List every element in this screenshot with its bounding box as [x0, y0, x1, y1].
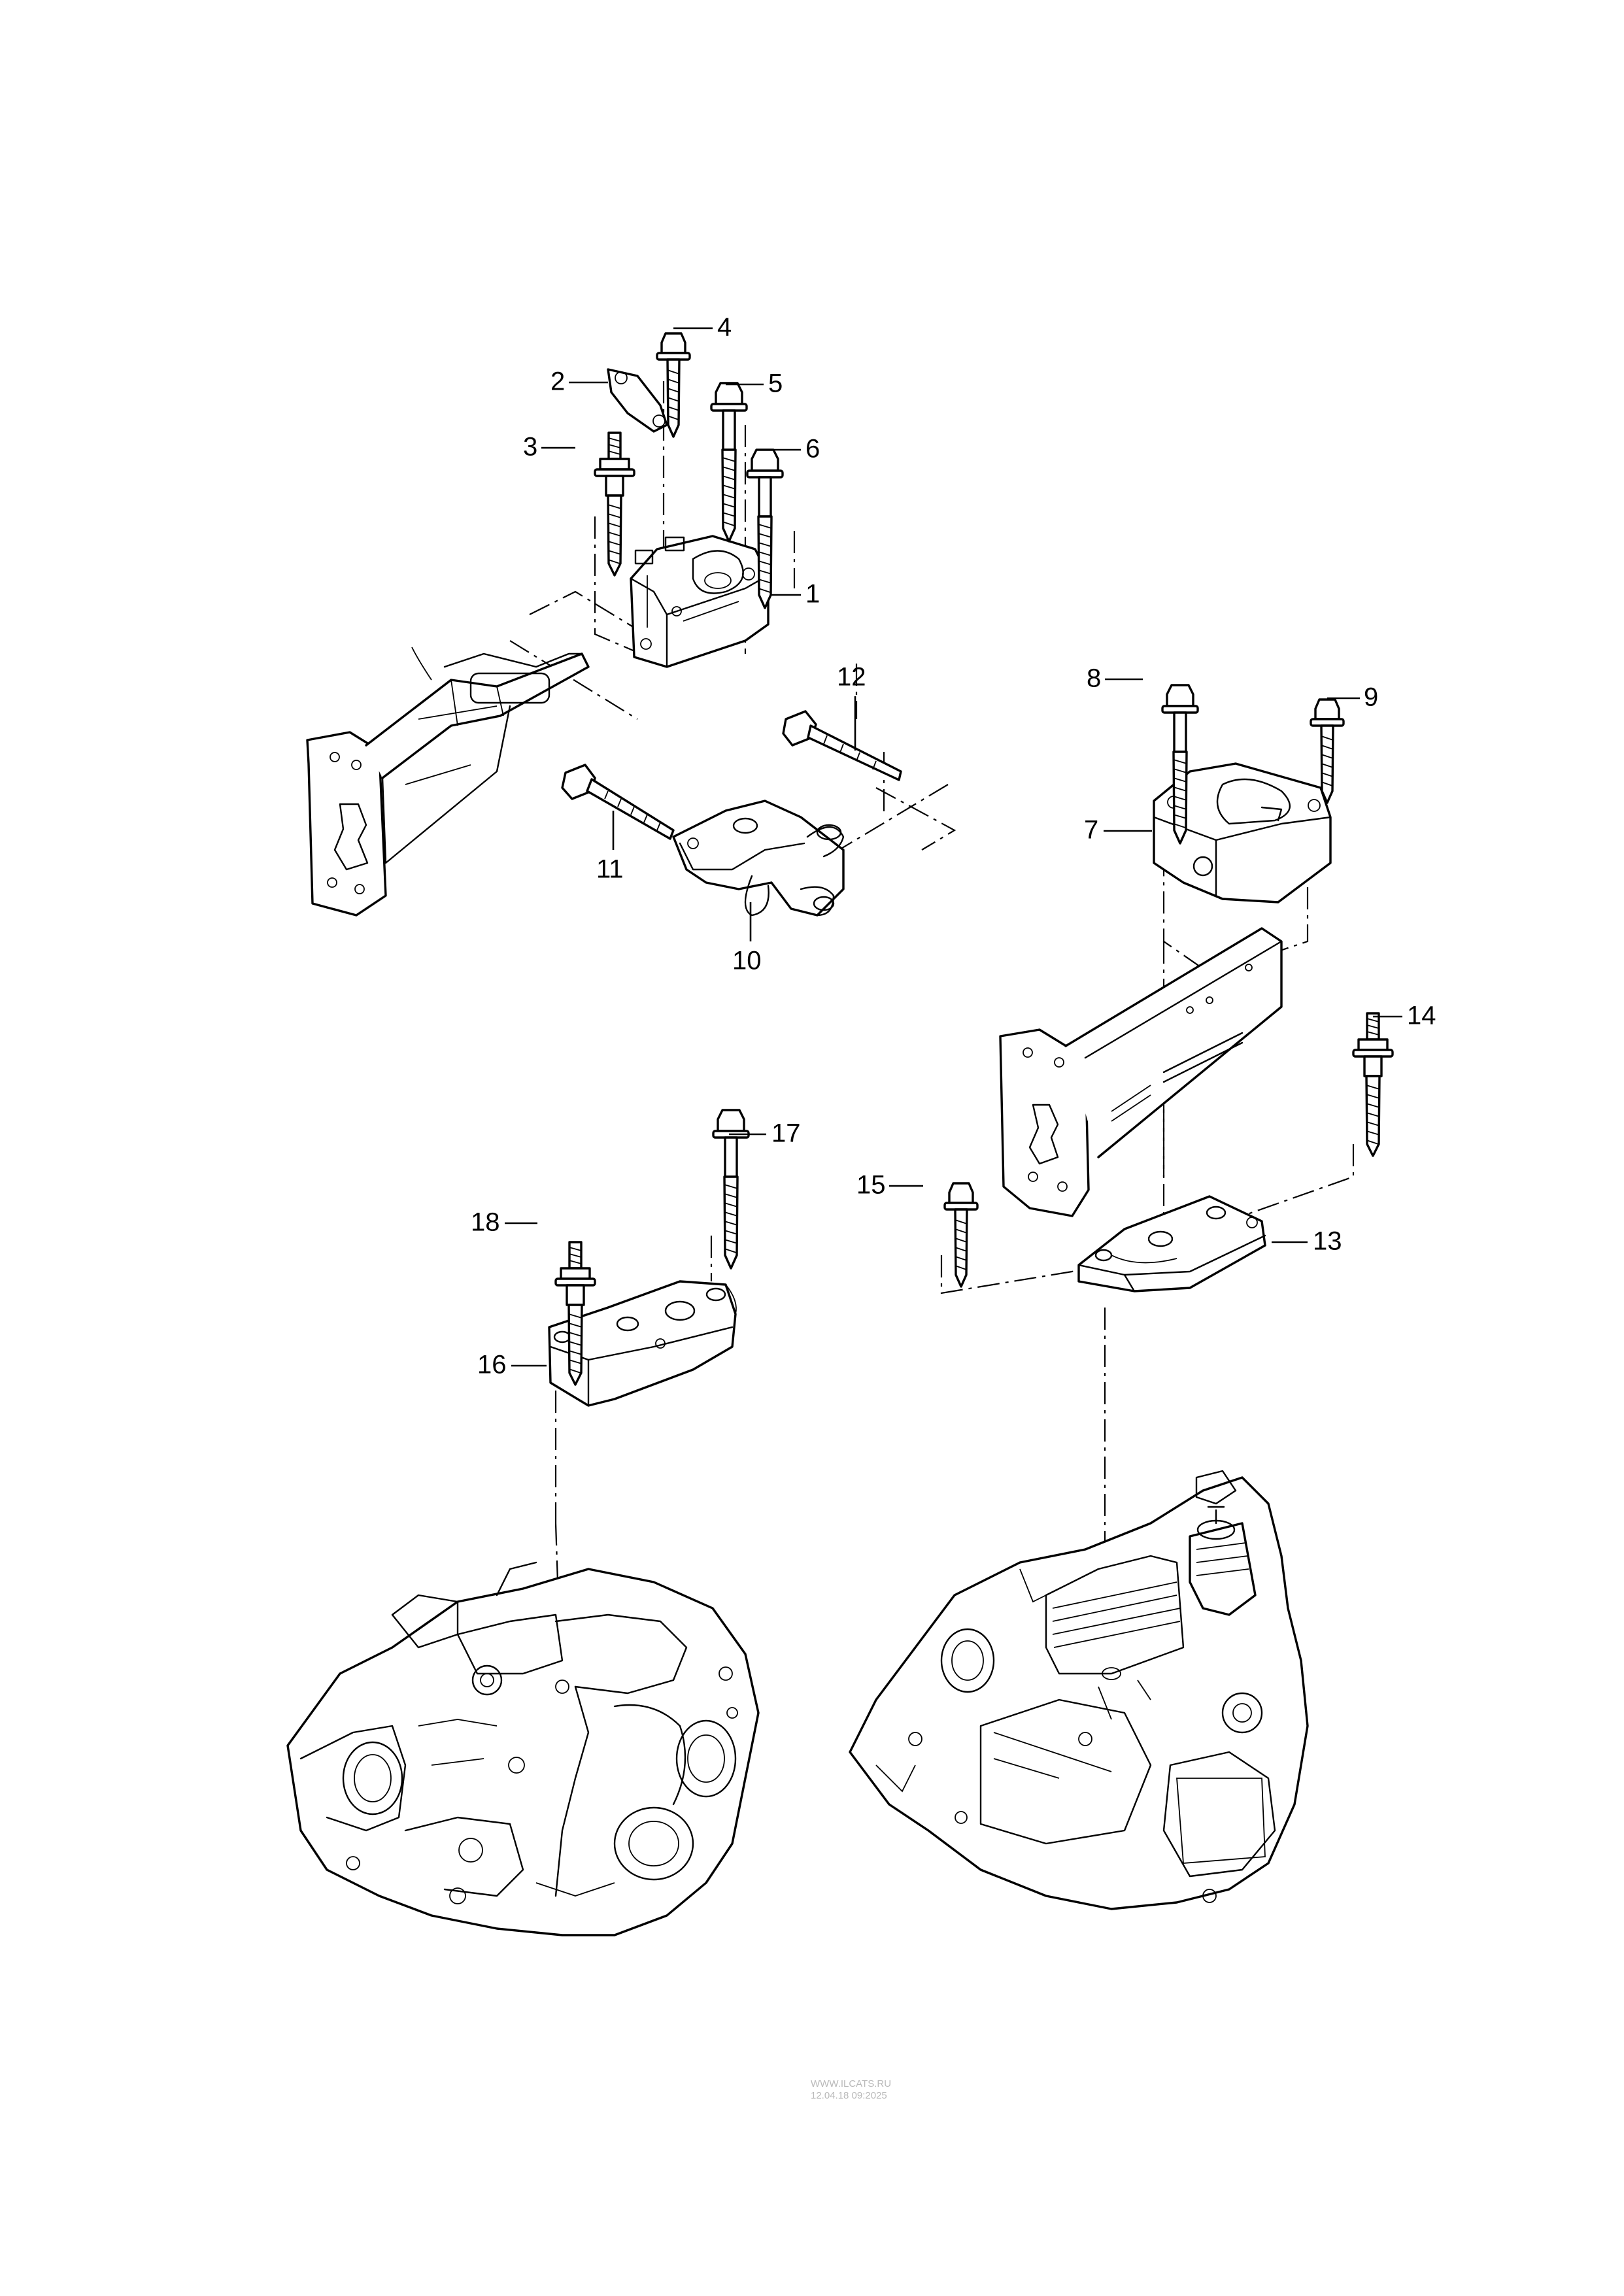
- gearbox-bracket-13: [1077, 1195, 1266, 1292]
- callout-3[interactable]: 3: [523, 433, 575, 462]
- watermark-line-1: WWW.ILCATS.RU: [811, 2078, 891, 2089]
- callout-4-label: 4: [717, 313, 732, 342]
- callout-13-label: 13: [1313, 1227, 1342, 1256]
- callout-14-label: 14: [1407, 1002, 1436, 1030]
- callout-14[interactable]: 14: [1373, 1002, 1436, 1030]
- callout-18[interactable]: 18: [471, 1208, 537, 1237]
- callout-7[interactable]: 7: [1084, 816, 1152, 845]
- callout-9-label: 9: [1364, 683, 1378, 712]
- watermark: WWW.ILCATS.RU 12.04.18 09:2025: [811, 2078, 891, 2101]
- callout-1-label: 1: [805, 580, 820, 609]
- callout-16-label: 16: [477, 1351, 507, 1379]
- callout-6[interactable]: 6: [764, 435, 820, 464]
- engine-mount-1: [630, 535, 770, 668]
- callout-17-label: 17: [771, 1119, 801, 1148]
- callout-7-label: 7: [1084, 816, 1098, 845]
- bolt-12: [782, 710, 902, 781]
- callout-3-label: 3: [523, 433, 537, 462]
- callout-18-label: 18: [471, 1208, 500, 1237]
- callout-13[interactable]: 13: [1272, 1227, 1342, 1256]
- callout-4[interactable]: 4: [673, 313, 732, 342]
- bolt-11: [561, 764, 675, 840]
- callout-9[interactable]: 9: [1327, 683, 1378, 712]
- callout-12-label: 12: [837, 663, 866, 692]
- callout-2-label: 2: [550, 367, 565, 396]
- callout-2[interactable]: 2: [550, 367, 608, 396]
- engine-mount-10: [672, 800, 845, 917]
- callout-5[interactable]: 5: [726, 369, 783, 398]
- callout-11-label: 11: [596, 855, 624, 884]
- watermark-line-2: 12.04.18 09:2025: [811, 2090, 887, 2101]
- callout-layer: 1 2 3 4 5 6 7 8: [471, 313, 1436, 1379]
- callout-8-label: 8: [1087, 664, 1101, 693]
- callout-15[interactable]: 15: [856, 1171, 923, 1200]
- callout-8[interactable]: 8: [1087, 664, 1143, 693]
- bracket-2: [607, 368, 668, 433]
- callout-6-label: 6: [805, 435, 820, 464]
- frame-rail-left: [306, 647, 590, 917]
- callout-5-label: 5: [768, 369, 783, 398]
- gearbox-right: [849, 1470, 1309, 1910]
- callout-10-label: 10: [732, 947, 762, 975]
- callout-10[interactable]: 10: [732, 902, 762, 975]
- gearbox-bracket-16: [548, 1280, 737, 1407]
- callout-16[interactable]: 16: [477, 1351, 547, 1379]
- callout-15-label: 15: [856, 1171, 886, 1200]
- gearbox-left: [286, 1561, 760, 1936]
- callout-12[interactable]: 12: [837, 663, 866, 751]
- callout-17[interactable]: 17: [729, 1119, 801, 1148]
- callout-11[interactable]: 11: [596, 811, 624, 884]
- frame-rail-right: [999, 927, 1283, 1217]
- callout-1[interactable]: 1: [771, 580, 820, 609]
